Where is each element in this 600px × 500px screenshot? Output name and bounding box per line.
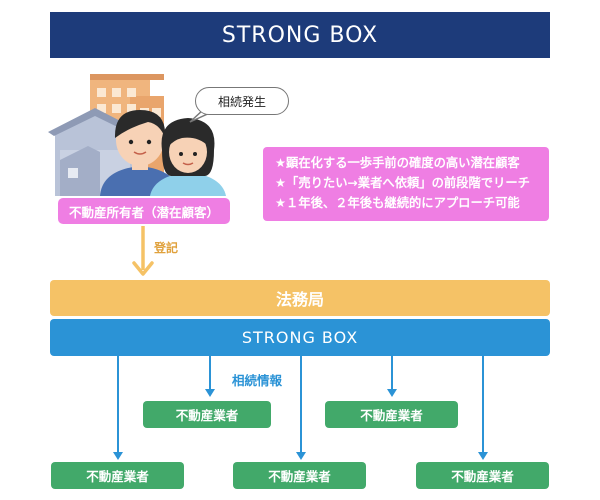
agent-label: 不動産業者 (86, 469, 149, 484)
real-estate-agent-box: 不動産業者 (233, 462, 366, 489)
feature-item: ★１年後、２年後も継続的にアプローチ可能 (275, 196, 520, 210)
header-banner: STRONG BOX (50, 12, 550, 58)
strongbox-bar: STRONG BOX (50, 319, 550, 356)
registration-label: 登記 (154, 241, 179, 255)
registration-arrow (132, 226, 154, 276)
agent-label: 不動産業者 (268, 469, 331, 484)
real-estate-agent-box: 不動産業者 (51, 462, 184, 489)
owner-label: 不動産所有者（潜在顧客） (58, 198, 230, 224)
strongbox-label: STRONG BOX (241, 328, 359, 347)
agent-label: 不動産業者 (360, 408, 423, 423)
owner-label-text: 不動産所有者（潜在顧客） (68, 204, 219, 220)
bubble-text: 相続発生 (217, 94, 266, 109)
speech-bubble: 相続発生 (195, 87, 289, 115)
real-estate-agent-box: 不動産業者 (416, 462, 549, 489)
feature-item: ★「売りたい→業者へ依頼」の前段階でリーチ (275, 176, 530, 190)
legal-affairs-bureau-bar: 法務局 (50, 280, 550, 316)
agent-label: 不動産業者 (175, 408, 239, 423)
real-estate-agent-box: 不動産業者 (143, 401, 271, 428)
bureau-label: 法務局 (275, 290, 324, 309)
woman-avatar (150, 118, 226, 196)
distribution-arrows (113, 356, 488, 460)
inheritance-info-label: 相続情報 (232, 373, 283, 388)
real-estate-agent-box: 不動産業者 (325, 401, 458, 428)
feature-list: ★顕在化する一歩手前の確度の高い潜在顧客 ★「売りたい→業者へ依頼」の前段階でリ… (263, 147, 549, 221)
agent-label: 不動産業者 (451, 469, 514, 484)
header-title: STRONG BOX (221, 22, 379, 48)
feature-item: ★顕在化する一歩手前の確度の高い潜在顧客 (275, 156, 520, 170)
